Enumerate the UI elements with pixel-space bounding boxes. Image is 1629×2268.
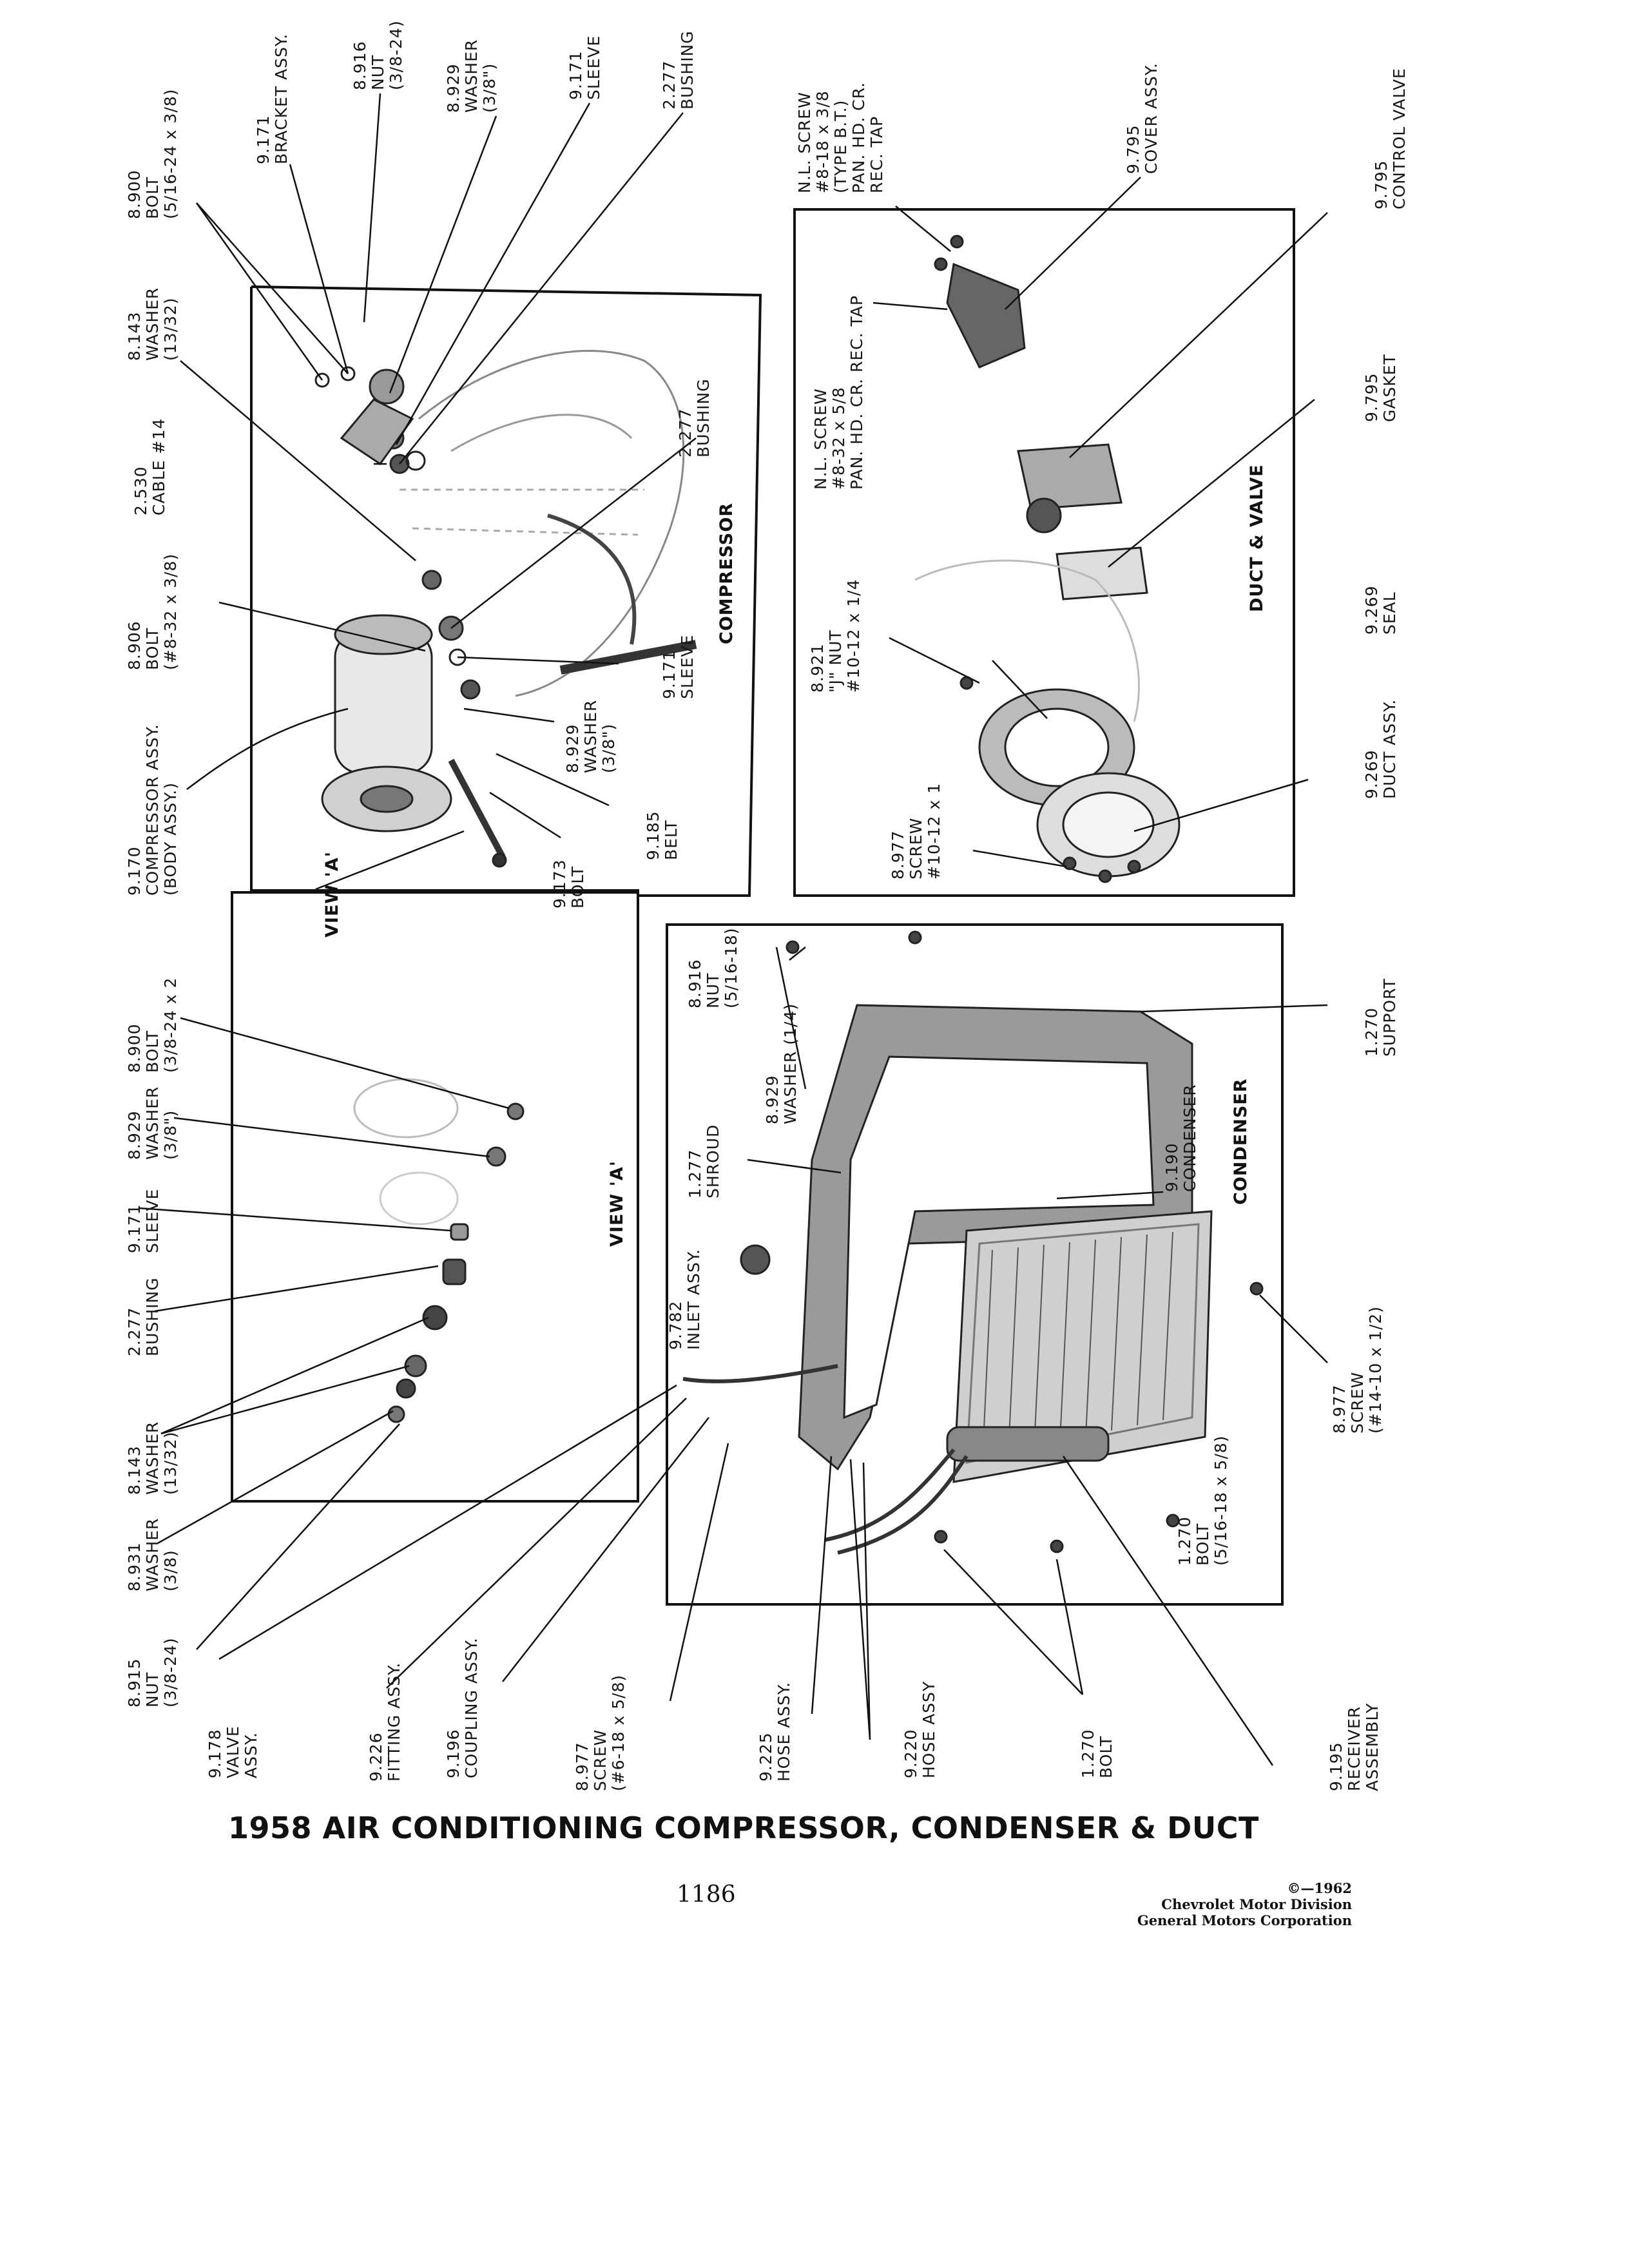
duct-valve-panel-frame [793, 208, 1295, 897]
page-number: 1186 [677, 1881, 736, 1908]
compressor-label: COMPRESSOR [717, 502, 737, 644]
condenser-label: CONDENSER [1231, 1078, 1251, 1206]
leader-lines [138, 93, 1328, 1766]
callout-j-nut: 8.921"J" NUT#10-12 x 1/4 [808, 579, 863, 693]
condenser-panel-frame [666, 923, 1284, 1606]
view-a-label-left: VIEW 'A' [607, 1160, 627, 1247]
duct-valve-label: DUCT & VALVE [1247, 464, 1267, 612]
duct-valve-illustration [914, 235, 1181, 883]
compressor-illustration [314, 350, 697, 868]
view-a-panel-frame [231, 891, 639, 1503]
panel-frames [231, 208, 1295, 1606]
view-a-illustration [353, 1078, 525, 1423]
view-a-label-top: VIEW 'A' [322, 851, 342, 937]
page-title: 1958 AIR CONDITIONING COMPRESSOR, CONDEN… [228, 1811, 1259, 1845]
copyright-credit: ©—1962 Chevrolet Motor Division General … [1137, 1880, 1352, 1928]
callout-nl-screw-top: N.L. SCREW#8-18 x 3/8(TYPE B.T.)PAN. HD.… [795, 82, 886, 193]
condenser-illustration [682, 930, 1264, 1555]
